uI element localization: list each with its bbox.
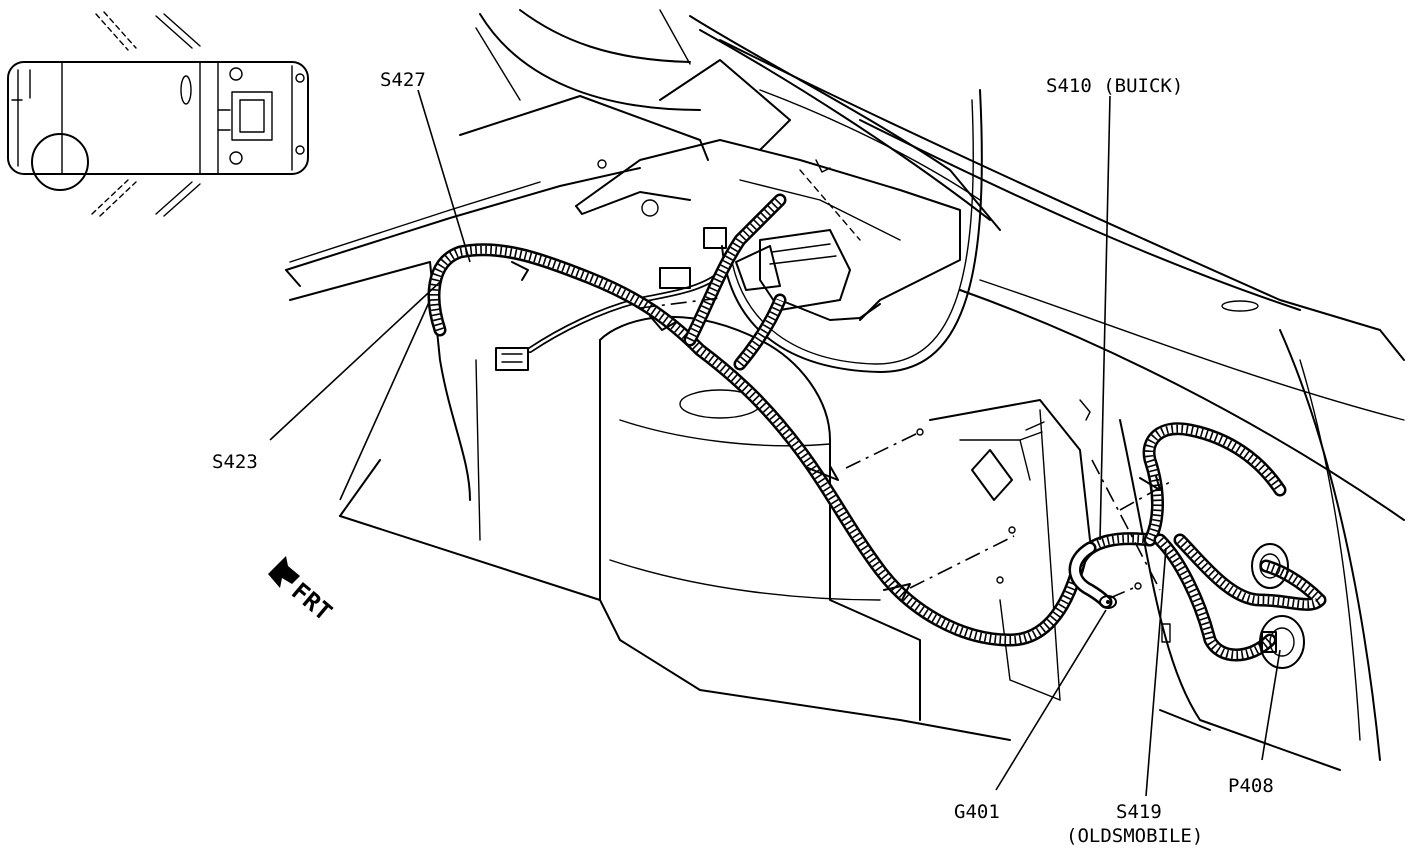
label-s419: S419: [1116, 801, 1162, 823]
ground-eyelet: [1099, 582, 1142, 609]
front-label: FRT: [286, 577, 337, 626]
leader-lines: [269, 89, 1281, 797]
trunk-body: [285, 9, 1405, 771]
locator-inset: [7, 11, 309, 217]
alignment-lines: [639, 297, 1171, 599]
front-arrow: FRT: [268, 556, 337, 626]
label-s427: S427: [380, 69, 426, 91]
location-circle: [31, 133, 89, 191]
connector-upper: [703, 227, 727, 249]
harness-clips: [511, 261, 1161, 601]
leader-s423: [269, 281, 441, 441]
label-s410: S410 (BUICK): [1046, 75, 1183, 97]
connector-mid: [659, 267, 691, 289]
label-s419-sub: (OLDSMOBILE): [1066, 825, 1203, 847]
front-arrow-icon: [268, 556, 300, 588]
leader-s419: [1145, 547, 1167, 797]
main-harness: [427, 193, 1327, 662]
label-g401: G401: [954, 801, 1000, 823]
leader-s410: [1099, 95, 1111, 541]
connector-left: [495, 347, 529, 371]
leader-p408: [1261, 649, 1281, 761]
lamp-sockets: [1251, 543, 1305, 669]
wire-loop: [721, 89, 983, 373]
leader-g401: [995, 609, 1107, 791]
leader-s427: [417, 89, 471, 263]
leader-s423-b: [339, 299, 431, 501]
label-s423: S423: [212, 451, 258, 473]
module-bracket: [575, 139, 961, 321]
label-p408: P408: [1228, 775, 1274, 797]
